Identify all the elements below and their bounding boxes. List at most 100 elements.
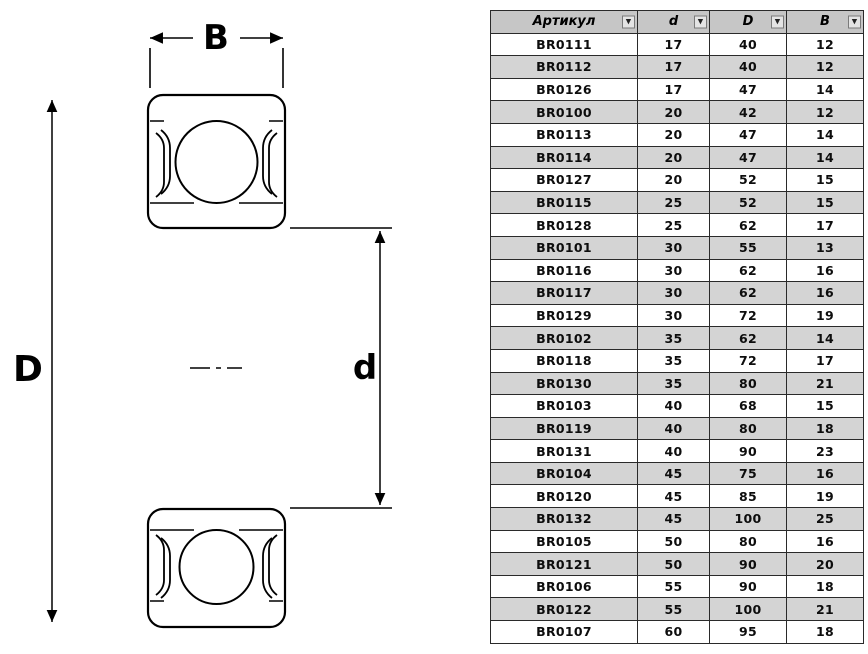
cell-d: 30: [638, 282, 709, 304]
cell-B: 14: [787, 123, 863, 146]
dimension-d: [290, 227, 392, 509]
shield-left-bottom: [155, 534, 171, 599]
cell-d: 35: [638, 372, 709, 395]
cell-article: BR0117: [491, 282, 637, 304]
cell-article: BR0100: [491, 101, 637, 123]
cell-article: BR0104: [491, 462, 637, 485]
ball-top: [174, 120, 259, 204]
cell-d: 30: [638, 259, 709, 282]
outer-ring-top: [146, 93, 287, 230]
cell-d: 40: [638, 440, 709, 462]
cell-B: 18: [787, 575, 863, 598]
cell-B: 16: [787, 259, 863, 282]
cell-d: 35: [638, 327, 709, 349]
cell-article: BR0106: [491, 575, 637, 598]
cell-B: 15: [787, 191, 863, 214]
cell-B: 15: [787, 395, 863, 417]
cell-B: 18: [787, 417, 863, 440]
cell-D: 95: [710, 621, 786, 643]
column-header-B[interactable]: B▼: [787, 11, 863, 33]
cell-article: BR0105: [491, 530, 637, 553]
cell-d: 60: [638, 621, 709, 643]
cell-B: 16: [787, 462, 863, 485]
cell-d: 45: [638, 462, 709, 485]
bearing-cross-section-drawing: B D d: [13, 18, 392, 629]
cell-d: 55: [638, 575, 709, 598]
cell-B: 17: [787, 214, 863, 236]
cell-article: BR0103: [491, 395, 637, 417]
cell-d: 17: [638, 56, 709, 78]
cell-B: 25: [787, 508, 863, 530]
cell-article: BR0118: [491, 349, 637, 372]
cell-article: BR0126: [491, 78, 637, 101]
cell-D: 55: [710, 236, 786, 259]
cell-article: BR0102: [491, 327, 637, 349]
column-header-label: d: [668, 14, 679, 30]
cell-d: 20: [638, 101, 709, 123]
column-header-label: B: [820, 14, 830, 30]
column-header-d[interactable]: d▼: [638, 11, 709, 33]
cell-D: 85: [710, 485, 786, 508]
cell-article: BR0111: [491, 33, 637, 56]
filter-dropdown-icon[interactable]: ▼: [848, 15, 861, 29]
dimension-B: [149, 32, 284, 88]
cell-article: BR0128: [491, 214, 637, 236]
cell-d: 30: [638, 236, 709, 259]
cell-article: BR0116: [491, 259, 637, 282]
cell-D: 68: [710, 395, 786, 417]
cell-B: 16: [787, 530, 863, 553]
cell-D: 90: [710, 575, 786, 598]
cell-B: 16: [787, 282, 863, 304]
cell-D: 62: [710, 214, 786, 236]
cell-B: 12: [787, 101, 863, 123]
width-dimension-label: B: [203, 18, 229, 58]
column-header-D[interactable]: D▼: [710, 11, 786, 33]
cell-d: 20: [638, 123, 709, 146]
cell-D: 40: [710, 56, 786, 78]
cell-B: 15: [787, 169, 863, 191]
cell-article: BR0120: [491, 485, 637, 508]
cell-B: 14: [787, 78, 863, 101]
cell-d: 35: [638, 349, 709, 372]
column-header-article[interactable]: Артикул▼: [491, 11, 637, 33]
cell-article: BR0101: [491, 236, 637, 259]
cell-article: BR0132: [491, 508, 637, 530]
bearing-top-section: [146, 93, 287, 230]
cell-D: 62: [710, 259, 786, 282]
cell-D: 72: [710, 349, 786, 372]
cell-D: 75: [710, 462, 786, 485]
cell-D: 90: [710, 553, 786, 575]
cell-D: 40: [710, 33, 786, 56]
cell-B: 21: [787, 372, 863, 395]
filter-dropdown-icon[interactable]: ▼: [694, 15, 707, 29]
cell-D: 90: [710, 440, 786, 462]
cell-d: 20: [638, 169, 709, 191]
cell-article: BR0127: [491, 169, 637, 191]
cell-B: 20: [787, 553, 863, 575]
cell-d: 45: [638, 508, 709, 530]
cell-article: BR0107: [491, 621, 637, 643]
cell-B: 23: [787, 440, 863, 462]
outer-diameter-label: D: [13, 349, 43, 390]
cell-D: 62: [710, 282, 786, 304]
cell-D: 62: [710, 327, 786, 349]
cell-d: 17: [638, 33, 709, 56]
cell-D: 47: [710, 78, 786, 101]
cell-article: BR0129: [491, 304, 637, 327]
shield-left-top: [155, 129, 171, 198]
cell-d: 40: [638, 395, 709, 417]
cell-D: 52: [710, 191, 786, 214]
column-header-label: D: [742, 14, 754, 30]
cell-D: 80: [710, 530, 786, 553]
cell-article: BR0119: [491, 417, 637, 440]
cell-D: 100: [710, 598, 786, 621]
cell-D: 42: [710, 101, 786, 123]
filter-dropdown-icon[interactable]: ▼: [622, 15, 635, 29]
cell-D: 80: [710, 417, 786, 440]
filter-dropdown-icon[interactable]: ▼: [771, 15, 784, 29]
cell-article: BR0112: [491, 56, 637, 78]
cell-D: 80: [710, 372, 786, 395]
cell-D: 100: [710, 508, 786, 530]
shield-right-bottom: [262, 534, 278, 599]
